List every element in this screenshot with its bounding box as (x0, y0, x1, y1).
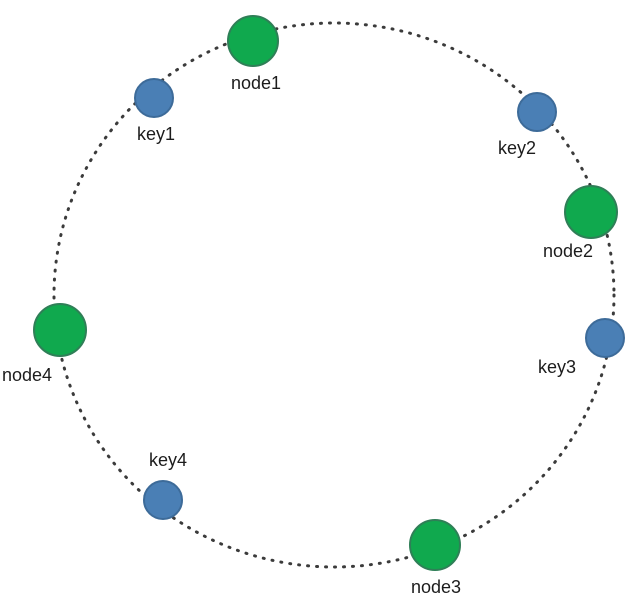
ring-label-node2: node2 (543, 241, 594, 261)
ring-label-key2: key2 (498, 138, 537, 158)
ring-label-node4: node4 (2, 365, 53, 385)
ring-key-key3[interactable] (585, 318, 625, 358)
ring-node-node3[interactable] (409, 519, 461, 571)
ring-key-key1[interactable] (134, 78, 174, 118)
ring-label-node3: node3 (411, 577, 462, 597)
ring-node-node4[interactable] (33, 303, 87, 357)
ring-key-key2[interactable] (517, 92, 557, 132)
ring-label-key4: key4 (149, 450, 188, 470)
ring-label-node1: node1 (231, 73, 282, 93)
ring-key-key4[interactable] (143, 480, 183, 520)
ring-label-key1: key1 (137, 124, 176, 144)
ring-node-node1[interactable] (227, 15, 279, 67)
ring-node-node2[interactable] (564, 185, 618, 239)
ring-label-key3: key3 (538, 357, 577, 377)
ring-ellipse-icon (52, 21, 616, 569)
